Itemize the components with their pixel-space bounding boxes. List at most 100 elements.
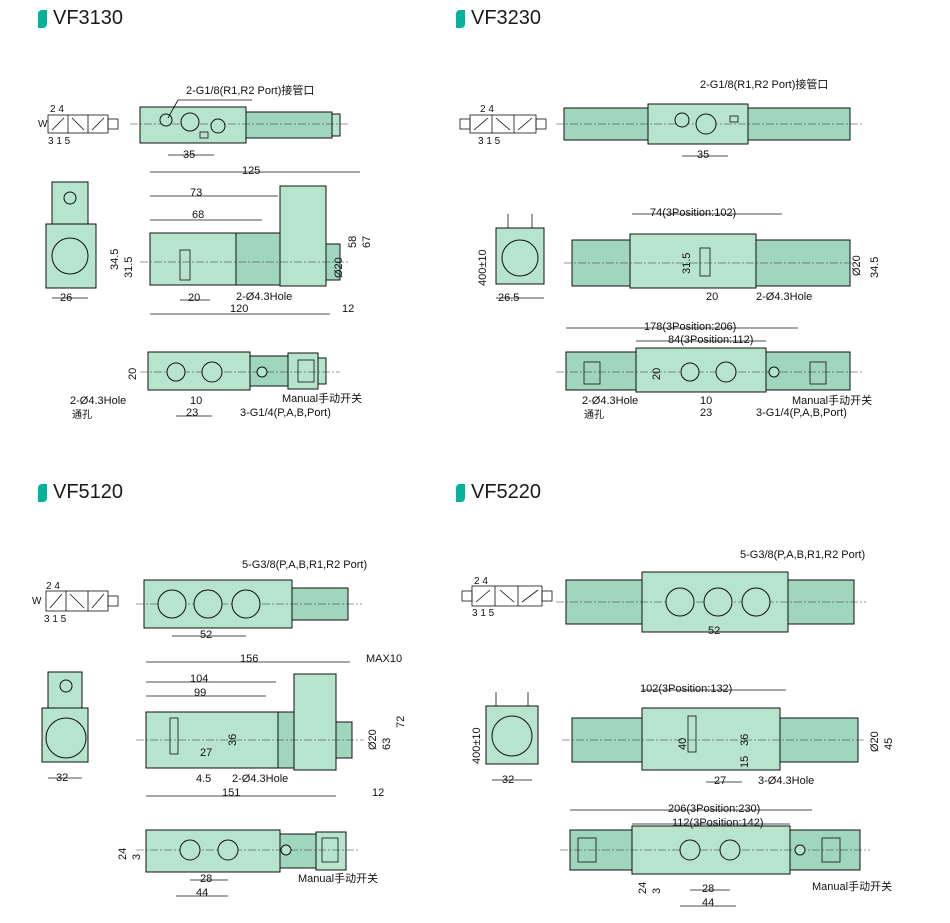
dim-26: 26 bbox=[60, 292, 72, 304]
vf3230-drawings: 2 4 3 1 5 2-G1/8(R1,R2 Port)接管口 35 bbox=[459, 77, 881, 421]
end-view: 400±10 32 bbox=[471, 692, 539, 786]
dim-23: 23 bbox=[700, 407, 712, 419]
through-hole-label: 通孔 bbox=[72, 409, 92, 421]
dim-34-5: 34.5 bbox=[869, 257, 881, 278]
dim-63: 63 bbox=[381, 738, 393, 750]
dim-28: 28 bbox=[702, 883, 714, 895]
hole-callout: 2-Ø4.3Hole bbox=[756, 291, 812, 303]
dim-12: 12 bbox=[342, 303, 354, 315]
dim-10: 10 bbox=[700, 395, 712, 407]
hole-callout-b: 2-Ø4.3Hole bbox=[582, 395, 638, 407]
manual-callout: Manual手动开关 bbox=[298, 871, 378, 885]
dim-45: 45 bbox=[883, 738, 895, 750]
dim-73: 73 bbox=[190, 187, 202, 199]
dim-24: 24 bbox=[117, 848, 129, 860]
dim-3: 3 bbox=[651, 888, 663, 894]
dim-74: 74(3Position:102) bbox=[650, 207, 736, 219]
hole-callout: 2-Ø4.3Hole bbox=[232, 773, 288, 785]
dim-27: 27 bbox=[714, 775, 726, 787]
bottom-view: 206(3Position:230) 112(3Position:142) 24… bbox=[560, 803, 892, 909]
section-marker-icon bbox=[38, 483, 47, 502]
section-marker-icon bbox=[456, 483, 465, 502]
valve-symbol: 2 4 3 1 5 W bbox=[38, 104, 119, 147]
dim-104: 104 bbox=[190, 673, 208, 685]
title-text: VF3130 bbox=[53, 7, 124, 29]
dim-178: 178(3Position:206) bbox=[644, 321, 736, 333]
dim-15: 15 bbox=[739, 756, 751, 768]
dim-23: 23 bbox=[186, 407, 198, 419]
port-label-top: 2 4 bbox=[50, 104, 64, 115]
port-label-top: 2 4 bbox=[480, 104, 494, 115]
side-view: 156 MAX10 104 99 36 Ø20 63 72 27 4.5 2-Ø… bbox=[136, 653, 407, 799]
port-label-bottom: 3 1 5 bbox=[472, 608, 495, 619]
dim-26-5: 26.5 bbox=[498, 292, 519, 304]
dim-84: 84(3Position:112) bbox=[668, 334, 753, 346]
hole-callout-b: 2-Ø4.3Hole bbox=[70, 395, 126, 407]
dim-31-5: 31.5 bbox=[123, 257, 135, 278]
dim-20b: 20 bbox=[651, 368, 663, 380]
dim-68: 68 bbox=[192, 209, 204, 221]
dim-3: 3 bbox=[131, 854, 143, 860]
dim-36: 36 bbox=[739, 734, 751, 746]
valve-symbol: 2 4 3 1 5 W bbox=[32, 581, 119, 625]
section-title-vf3230: VF3230 bbox=[456, 7, 541, 30]
section-marker-icon bbox=[456, 9, 465, 28]
dim-32: 32 bbox=[56, 772, 68, 784]
manual-callout: Manual手动开关 bbox=[282, 391, 362, 405]
section-title-vf5220: VF5220 bbox=[456, 481, 541, 504]
bottom-view: 178(3Position:206) 84(3Position:112) 20 … bbox=[556, 321, 872, 421]
dim-4-5: 4.5 bbox=[196, 773, 211, 785]
section-marker-icon bbox=[38, 9, 47, 28]
dim-20b: 20 bbox=[127, 368, 139, 380]
dim-400: 400±10 bbox=[477, 249, 489, 286]
dim-125: 125 bbox=[242, 165, 260, 177]
dim-12: 12 bbox=[372, 787, 384, 799]
through-hole-label: 通孔 bbox=[584, 409, 604, 421]
bottom-view: 20 2-Ø4.3Hole 通孔 10 23 3-G1/4(P,A,B,Port… bbox=[70, 351, 362, 421]
side-view: 102(3Position:132) 40 36 15 Ø20 45 27 3-… bbox=[562, 683, 895, 787]
port-label-bottom: 3 1 5 bbox=[478, 136, 501, 147]
port-callout: 3-G1/4(P,A,B,Port) bbox=[756, 407, 847, 419]
side-view: 125 73 68 34.5 31.5 58 67 Ø20 20 2-Ø4.3H… bbox=[109, 165, 373, 315]
port-label-bottom: 3 1 5 bbox=[44, 614, 67, 625]
dim-112: 112(3Position:142) bbox=[672, 817, 764, 829]
dim-32: 32 bbox=[502, 774, 514, 786]
dim-52: 52 bbox=[200, 629, 212, 641]
dim-phi20: Ø20 bbox=[851, 255, 863, 276]
dim-151: 151 bbox=[222, 787, 240, 799]
side-view: 74(3Position:102) Ø20 34.5 31.5 20 2-Ø4.… bbox=[564, 207, 881, 303]
port-callout: 3-G1/4(P,A,B,Port) bbox=[240, 407, 331, 419]
vf5220-drawings: 2 4 3 1 5 5-G3/8(P,A,B,R1,R2 Port) 52 bbox=[461, 549, 895, 909]
dim-20: 20 bbox=[706, 291, 718, 303]
title-text: VF5120 bbox=[53, 481, 124, 503]
dim-44: 44 bbox=[702, 897, 714, 909]
exhaust-port-callout: 2-G1/8(R1,R2 Port)接管口 bbox=[186, 83, 314, 97]
dim-44: 44 bbox=[196, 887, 208, 899]
dim-67: 67 bbox=[361, 236, 373, 248]
port-label-top: 2 4 bbox=[46, 581, 60, 592]
dim-31-5: 31.5 bbox=[681, 253, 693, 274]
manual-callout: Manual手动开关 bbox=[812, 879, 892, 893]
top-view: 5-G3/8(P,A,B,R1,R2 Port) 52 bbox=[556, 549, 866, 637]
dim-102: 102(3Position:132) bbox=[640, 683, 732, 695]
bottom-view: 24 3 28 44 Manual手动开关 bbox=[117, 829, 378, 899]
valve-symbol: 2 4 3 1 5 bbox=[461, 576, 553, 619]
end-view: 400±10 26.5 bbox=[477, 214, 545, 304]
port-label-top: 2 4 bbox=[474, 576, 488, 587]
dim-35: 35 bbox=[697, 149, 709, 161]
dim-10: 10 bbox=[190, 395, 202, 407]
dim-40: 40 bbox=[677, 738, 689, 750]
manual-callout: Manual手动开关 bbox=[792, 393, 872, 407]
vf5120-drawings: 2 4 3 1 5 W 5-G3/8(P,A,B,R1,R2 Port) 52 bbox=[32, 559, 407, 899]
section-title-vf3130: VF3130 bbox=[38, 7, 123, 30]
port-callout: 5-G3/8(P,A,B,R1,R2 Port) bbox=[242, 559, 367, 571]
valve-symbol: 2 4 3 1 5 bbox=[459, 104, 547, 147]
dim-phi20: Ø20 bbox=[333, 257, 345, 278]
hole-callout: 2-Ø4.3Hole bbox=[236, 291, 292, 303]
dim-20: 20 bbox=[188, 292, 200, 304]
dim-400: 400±10 bbox=[471, 727, 483, 764]
dim-27: 27 bbox=[200, 747, 212, 759]
port-callout: 5-G3/8(P,A,B,R1,R2 Port) bbox=[740, 549, 865, 561]
